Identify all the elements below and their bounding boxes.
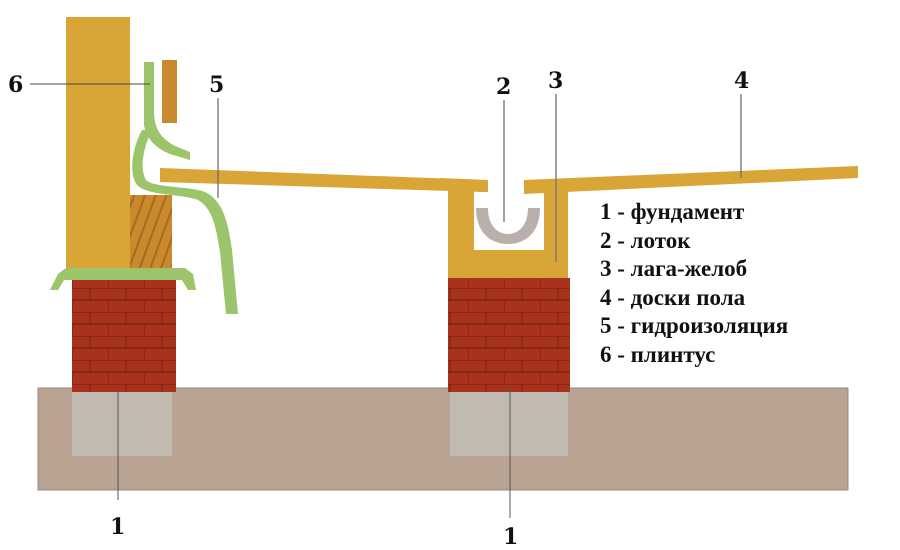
legend-label: лага-желоб [630,256,748,281]
legend-separator: - [611,227,631,253]
legend-separator: - [611,341,631,367]
legend-number: 4 [600,284,612,310]
legend-separator: - [611,313,631,338]
joist-gutter [448,190,568,278]
legend-separator: - [611,199,631,224]
floor-board-left [160,168,484,192]
legend-item-baseboard: 6 - плинтус [600,341,788,370]
callout-3: 3 [548,68,563,94]
legend-label: плинтус [630,341,716,367]
brick-foundation-right [448,278,570,392]
wall-post [66,17,130,269]
legend-number: 1 [600,199,612,224]
legend-separator: - [611,284,631,310]
legend-item-joist-gutter: 3 - лага-желоб [600,255,788,284]
concrete-base-right [450,392,568,456]
callout-1-left: 1 [110,514,125,540]
legend-label: гидроизоляция [630,313,789,338]
legend-number: 5 [600,313,612,338]
legend-number: 6 [600,341,612,367]
gutter-tray [476,208,540,244]
ground-slab [37,387,849,491]
concrete-base-left [72,392,172,456]
brick-foundation-left [72,278,176,392]
legend-item-gutter: 2 - лоток [600,227,788,256]
legend-number: 2 [600,227,612,253]
callout-5: 5 [209,72,224,98]
legend-item-floor-boards: 4 - доски пола [600,284,788,313]
callout-6: 6 [8,72,23,98]
legend-item-waterproofing: 5 - гидроизоляция [600,312,788,341]
legend-label: доски пола [630,284,746,310]
floor-board-lip-left [440,178,488,192]
legend-label: лоток [630,227,691,253]
legend-number: 3 [600,256,612,281]
waterproofing-membrane-lower [132,130,238,314]
callout-2: 2 [496,74,511,100]
callout-4: 4 [734,68,749,94]
wall-beam-block [130,195,172,269]
callout-1-right: 1 [503,524,518,550]
legend-item-foundation: 1 - фундамент [600,198,788,227]
waterproofing-membrane [144,62,190,160]
floor-board-right [524,166,858,194]
legend-separator: - [611,256,631,281]
legend-label: фундамент [630,199,745,224]
legend: 1 - фундамент 2 - лоток 3 - лага-желоб 4… [600,198,788,369]
baseboard-strip [162,60,177,123]
waterproofing-cap [50,268,196,290]
